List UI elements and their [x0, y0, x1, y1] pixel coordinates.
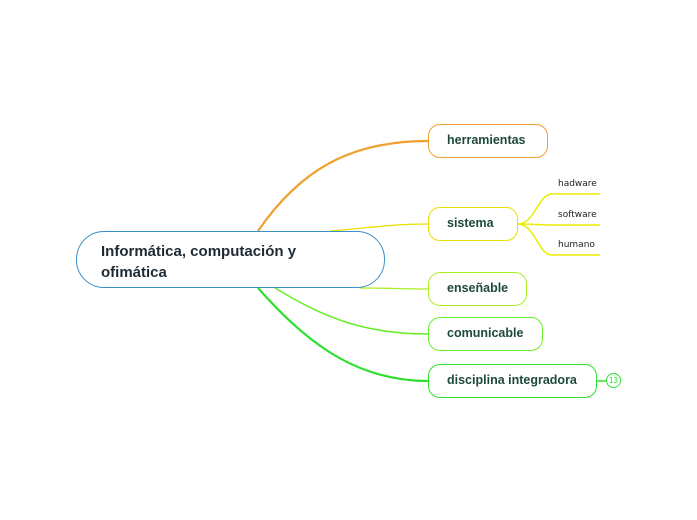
link-comunicable: [274, 287, 429, 335]
topic-label: disciplina integradora: [447, 373, 577, 387]
subtopic-software[interactable]: software: [558, 210, 597, 220]
link-software: [517, 223, 600, 226]
subtopic-hadware[interactable]: hadware: [558, 179, 597, 189]
topic-label: sistema: [447, 216, 494, 230]
topic-disciplina-integradora[interactable]: disciplina integradora: [428, 364, 597, 398]
link-disciplina: [257, 287, 429, 383]
subtopic-label: software: [558, 210, 597, 220]
subtopic-humano[interactable]: humano: [558, 240, 595, 250]
link-herramientas: [257, 139, 429, 232]
link-humano: [517, 223, 600, 256]
topic-sistema[interactable]: sistema: [428, 207, 518, 241]
topic-comunicable[interactable]: comunicable: [428, 317, 543, 351]
link-hadware: [517, 193, 600, 225]
badge-count: 13: [609, 376, 618, 385]
topic-herramientas[interactable]: herramientas: [428, 124, 548, 158]
subtopic-label: hadware: [558, 179, 597, 189]
topic-label: enseñable: [447, 281, 509, 295]
collapsed-count-badge[interactable]: 13: [606, 373, 621, 388]
link-ensenable: [359, 287, 429, 290]
central-topic-label: Informática, computación y ofimática: [101, 243, 297, 281]
central-topic[interactable]: Informática, computación y ofimática: [76, 231, 385, 288]
subtopic-label: humano: [558, 240, 595, 250]
topic-ensenable[interactable]: enseñable: [428, 272, 527, 306]
topic-label: herramientas: [447, 133, 526, 147]
link-sistema: [329, 223, 429, 232]
topic-label: comunicable: [447, 326, 524, 340]
